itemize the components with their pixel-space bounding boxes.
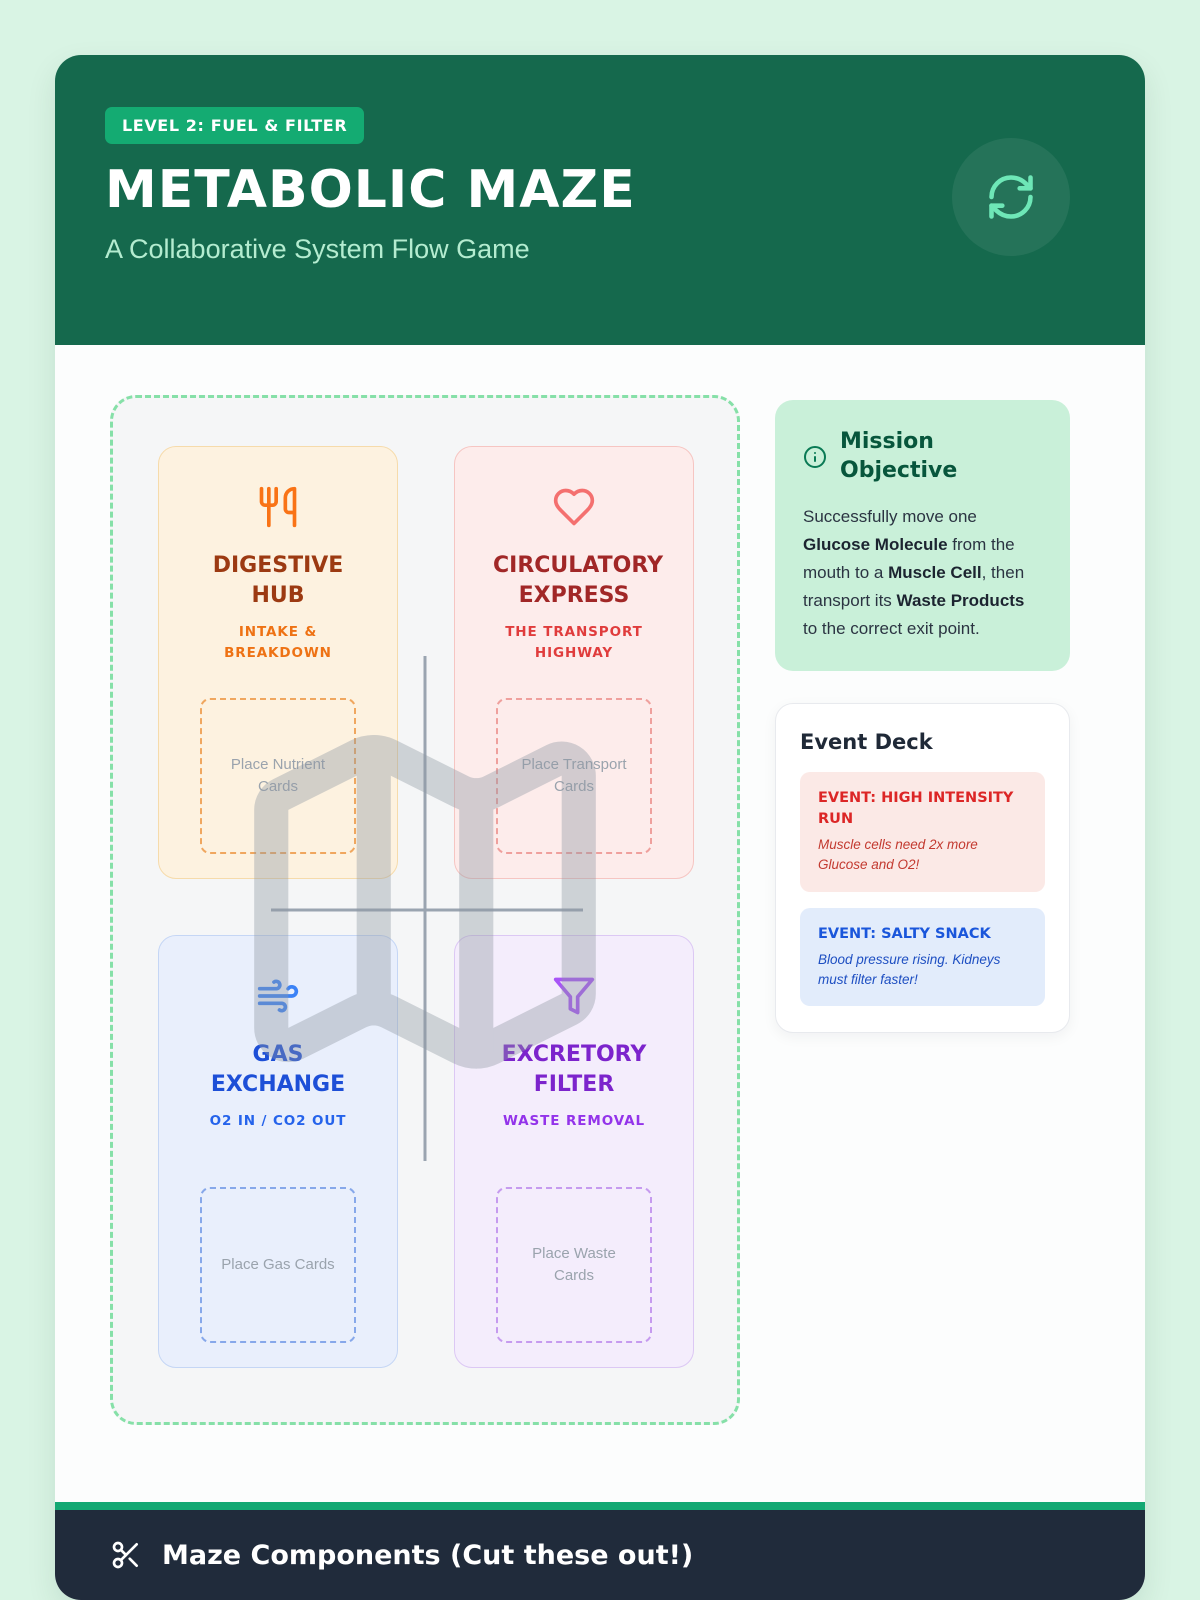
dropzone-gas-cards[interactable]: Place Gas Cards — [200, 1187, 356, 1343]
event-card-high-intensity-run[interactable]: EVENT: HIGH INTENSITY RUN Muscle cells n… — [800, 772, 1045, 892]
quadrant-subtitle: WASTE REMOVAL — [502, 1113, 646, 1130]
event-title: EVENT: SALTY SNACK — [818, 925, 991, 942]
scissors-icon — [112, 1541, 138, 1569]
heart-icon — [553, 488, 595, 526]
quadrant-digestive-hub: DIGESTIVE HUB INTAKE & BREAKDOWN Place N… — [158, 446, 398, 879]
page-title: METABOLIC MAZE — [105, 160, 636, 220]
page-subtitle: A Collaborative System Flow Game — [105, 234, 530, 264]
dropzone-transport-cards[interactable]: Place Transport Cards — [496, 698, 652, 854]
dropzone-waste-cards[interactable]: Place Waste Cards — [496, 1187, 652, 1343]
event-card-salty-snack[interactable]: EVENT: SALTY SNACK Blood pressure rising… — [800, 907, 1045, 1007]
mission-objective-card: Mission Objective Successfully move one … — [775, 400, 1070, 672]
cross-horizontal-line — [271, 908, 583, 912]
event-description: Blood pressure rising. Kidneys must filt… — [818, 951, 1001, 988]
quadrant-excretory-filter: EXCRETORY FILTER WASTE REMOVAL Place Was… — [454, 935, 694, 1368]
main-card: LEVEL 2: FUEL & FILTER METABOLIC MAZE A … — [55, 55, 1145, 1600]
wind-icon — [257, 979, 299, 1013]
dropzone-nutrient-cards[interactable]: Place Nutrient Cards — [200, 698, 356, 854]
header: LEVEL 2: FUEL & FILTER METABOLIC MAZE A … — [55, 55, 1145, 345]
event-deck-title: Event Deck — [800, 730, 933, 755]
quadrant-gas-exchange: GAS EXCHANGE O2 IN / CO2 OUT Place Gas C… — [158, 935, 398, 1368]
mission-body: Successfully move one Glucose Molecule f… — [803, 507, 1025, 639]
dropzone-label: Place Transport Cards — [521, 755, 627, 796]
funnel-icon — [553, 977, 595, 1015]
quadrant-circulatory-express: CIRCULATORY EXPRESS THE TRANSPORT HIGHWA… — [454, 446, 694, 879]
quadrant-subtitle: THE TRANSPORT HIGHWAY — [505, 624, 643, 662]
mission-title: Mission Objective — [840, 429, 958, 483]
dropzone-label: Place Waste Cards — [532, 1244, 616, 1285]
refresh-icon — [989, 175, 1033, 219]
event-description: Muscle cells need 2x more Glucose and O2… — [818, 837, 978, 873]
dropzone-label: Place Nutrient Cards — [230, 755, 326, 796]
refresh-button[interactable] — [952, 138, 1070, 256]
quadrant-title: EXCRETORY FILTER — [501, 1042, 647, 1097]
dropzone-label: Place Gas Cards — [221, 1255, 335, 1273]
quadrant-title: GAS EXCHANGE — [210, 1042, 346, 1097]
sidebar: Mission Objective Successfully move one … — [775, 395, 1070, 1502]
level-badge: LEVEL 2: FUEL & FILTER — [105, 107, 365, 144]
components-footer: Maze Components (Cut these out!) — [55, 1510, 1145, 1600]
footer-title: Maze Components (Cut these out!) — [162, 1539, 694, 1571]
info-icon — [804, 445, 826, 468]
footer-accent-bar — [55, 1502, 1145, 1510]
quadrant-subtitle: O2 IN / CO2 OUT — [209, 1113, 347, 1130]
event-deck-card: Event Deck EVENT: HIGH INTENSITY RUN Mus… — [775, 703, 1070, 1034]
content-area: DIGESTIVE HUB INTAKE & BREAKDOWN Place N… — [55, 345, 1145, 1502]
quadrant-title: DIGESTIVE HUB — [212, 553, 344, 608]
quadrant-title: CIRCULATORY EXPRESS — [493, 553, 663, 608]
quadrant-subtitle: INTAKE & BREAKDOWN — [224, 624, 332, 662]
maze-board: DIGESTIVE HUB INTAKE & BREAKDOWN Place N… — [110, 395, 740, 1425]
utensils-icon — [259, 486, 297, 528]
event-title: EVENT: HIGH INTENSITY RUN — [818, 790, 1014, 827]
